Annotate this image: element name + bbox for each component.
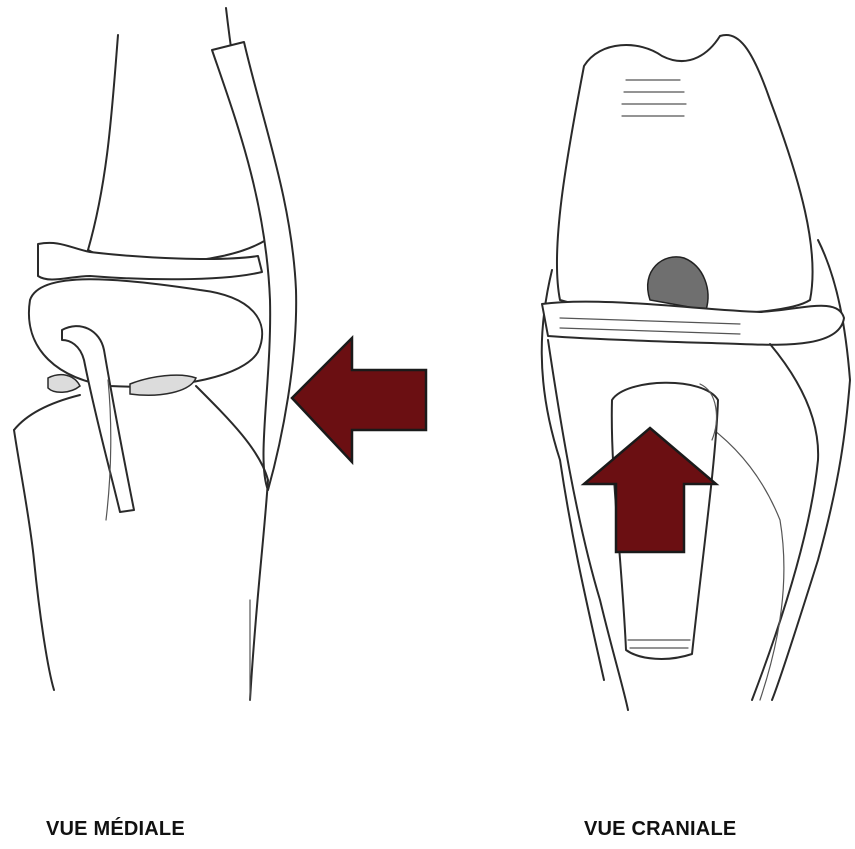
tibia-outline-anterior <box>196 386 268 700</box>
tibia-outline-posterior <box>14 430 54 690</box>
femur-outline-posterior <box>88 35 118 250</box>
menisci-band <box>542 302 844 345</box>
horizontal-ligament <box>38 243 262 280</box>
caption-cranial-view: VUE CRANIALE <box>584 818 736 841</box>
tibia-cranial-right <box>752 344 818 700</box>
medial-view-drawing <box>14 8 296 700</box>
caption-medial-view: VUE MÉDIALE <box>46 818 185 841</box>
cranial-view-drawing <box>542 35 850 710</box>
tibia-plateau <box>14 395 80 430</box>
arrow-left-indicator <box>292 338 426 462</box>
